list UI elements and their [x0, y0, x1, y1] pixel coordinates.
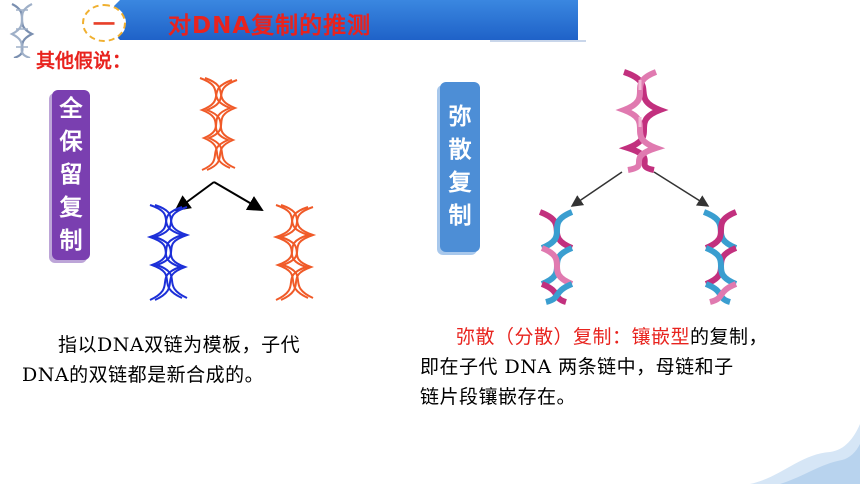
- conservative-replication-label: 全 保 留 复 制: [52, 90, 90, 260]
- arrow-icon: [174, 181, 215, 212]
- parent-dna-helix-dispersive: [615, 69, 669, 173]
- label-char: 散: [448, 137, 472, 163]
- desc-line: 即在子代 DNA 两条链中，母链和子: [420, 356, 734, 378]
- label-char: 弥: [448, 104, 472, 130]
- label-char: 复: [59, 194, 83, 221]
- title-banner: [100, 0, 578, 40]
- desc-highlight: 镶嵌型: [631, 326, 691, 348]
- label-char: 制: [59, 227, 83, 254]
- label-char: 全: [59, 95, 83, 122]
- parent-dna-helix: [199, 77, 238, 171]
- daughter-dna-mosaic-left: [538, 209, 574, 305]
- label-char: 复: [448, 170, 472, 196]
- dna-corner-icon: [9, 3, 35, 58]
- arrow-icon: [653, 171, 710, 207]
- desc-line: 指以DNA双链为模板，子代: [58, 334, 301, 356]
- desc-line: 的复制，: [690, 326, 769, 348]
- daughter-dna-new-blue: [146, 204, 191, 301]
- label-char: 保: [59, 128, 83, 155]
- conservative-description: 指以DNA双链为模板，子代 DNA的双链都是新合成的。: [22, 330, 372, 390]
- daughter-dna-mosaic-right: [702, 209, 738, 305]
- desc-line: 链片段镶嵌存在。: [420, 386, 577, 408]
- arrow-icon: [570, 171, 623, 207]
- subtitle: 其他假说：: [36, 50, 132, 72]
- page-title: 对DNA复制的推测: [168, 13, 372, 39]
- section-number-badge: 一: [82, 4, 126, 42]
- label-char: 制: [448, 203, 472, 229]
- daughter-dna-parental-orange: [272, 204, 317, 301]
- dispersive-description: 弥散（分散）复制：镶嵌型的复制， 即在子代 DNA 两条链中，母链和子 链片段镶…: [420, 322, 840, 412]
- title-underline: [490, 40, 586, 42]
- dispersive-replication-label: 弥 散 复 制: [440, 82, 480, 252]
- desc-line: DNA的双链都是新合成的。: [22, 364, 265, 386]
- label-char: 留: [59, 161, 83, 188]
- corner-wave-decoration: [750, 424, 860, 484]
- desc-highlight: 弥散（分散）复制：: [456, 326, 632, 348]
- arrow-icon: [213, 181, 264, 212]
